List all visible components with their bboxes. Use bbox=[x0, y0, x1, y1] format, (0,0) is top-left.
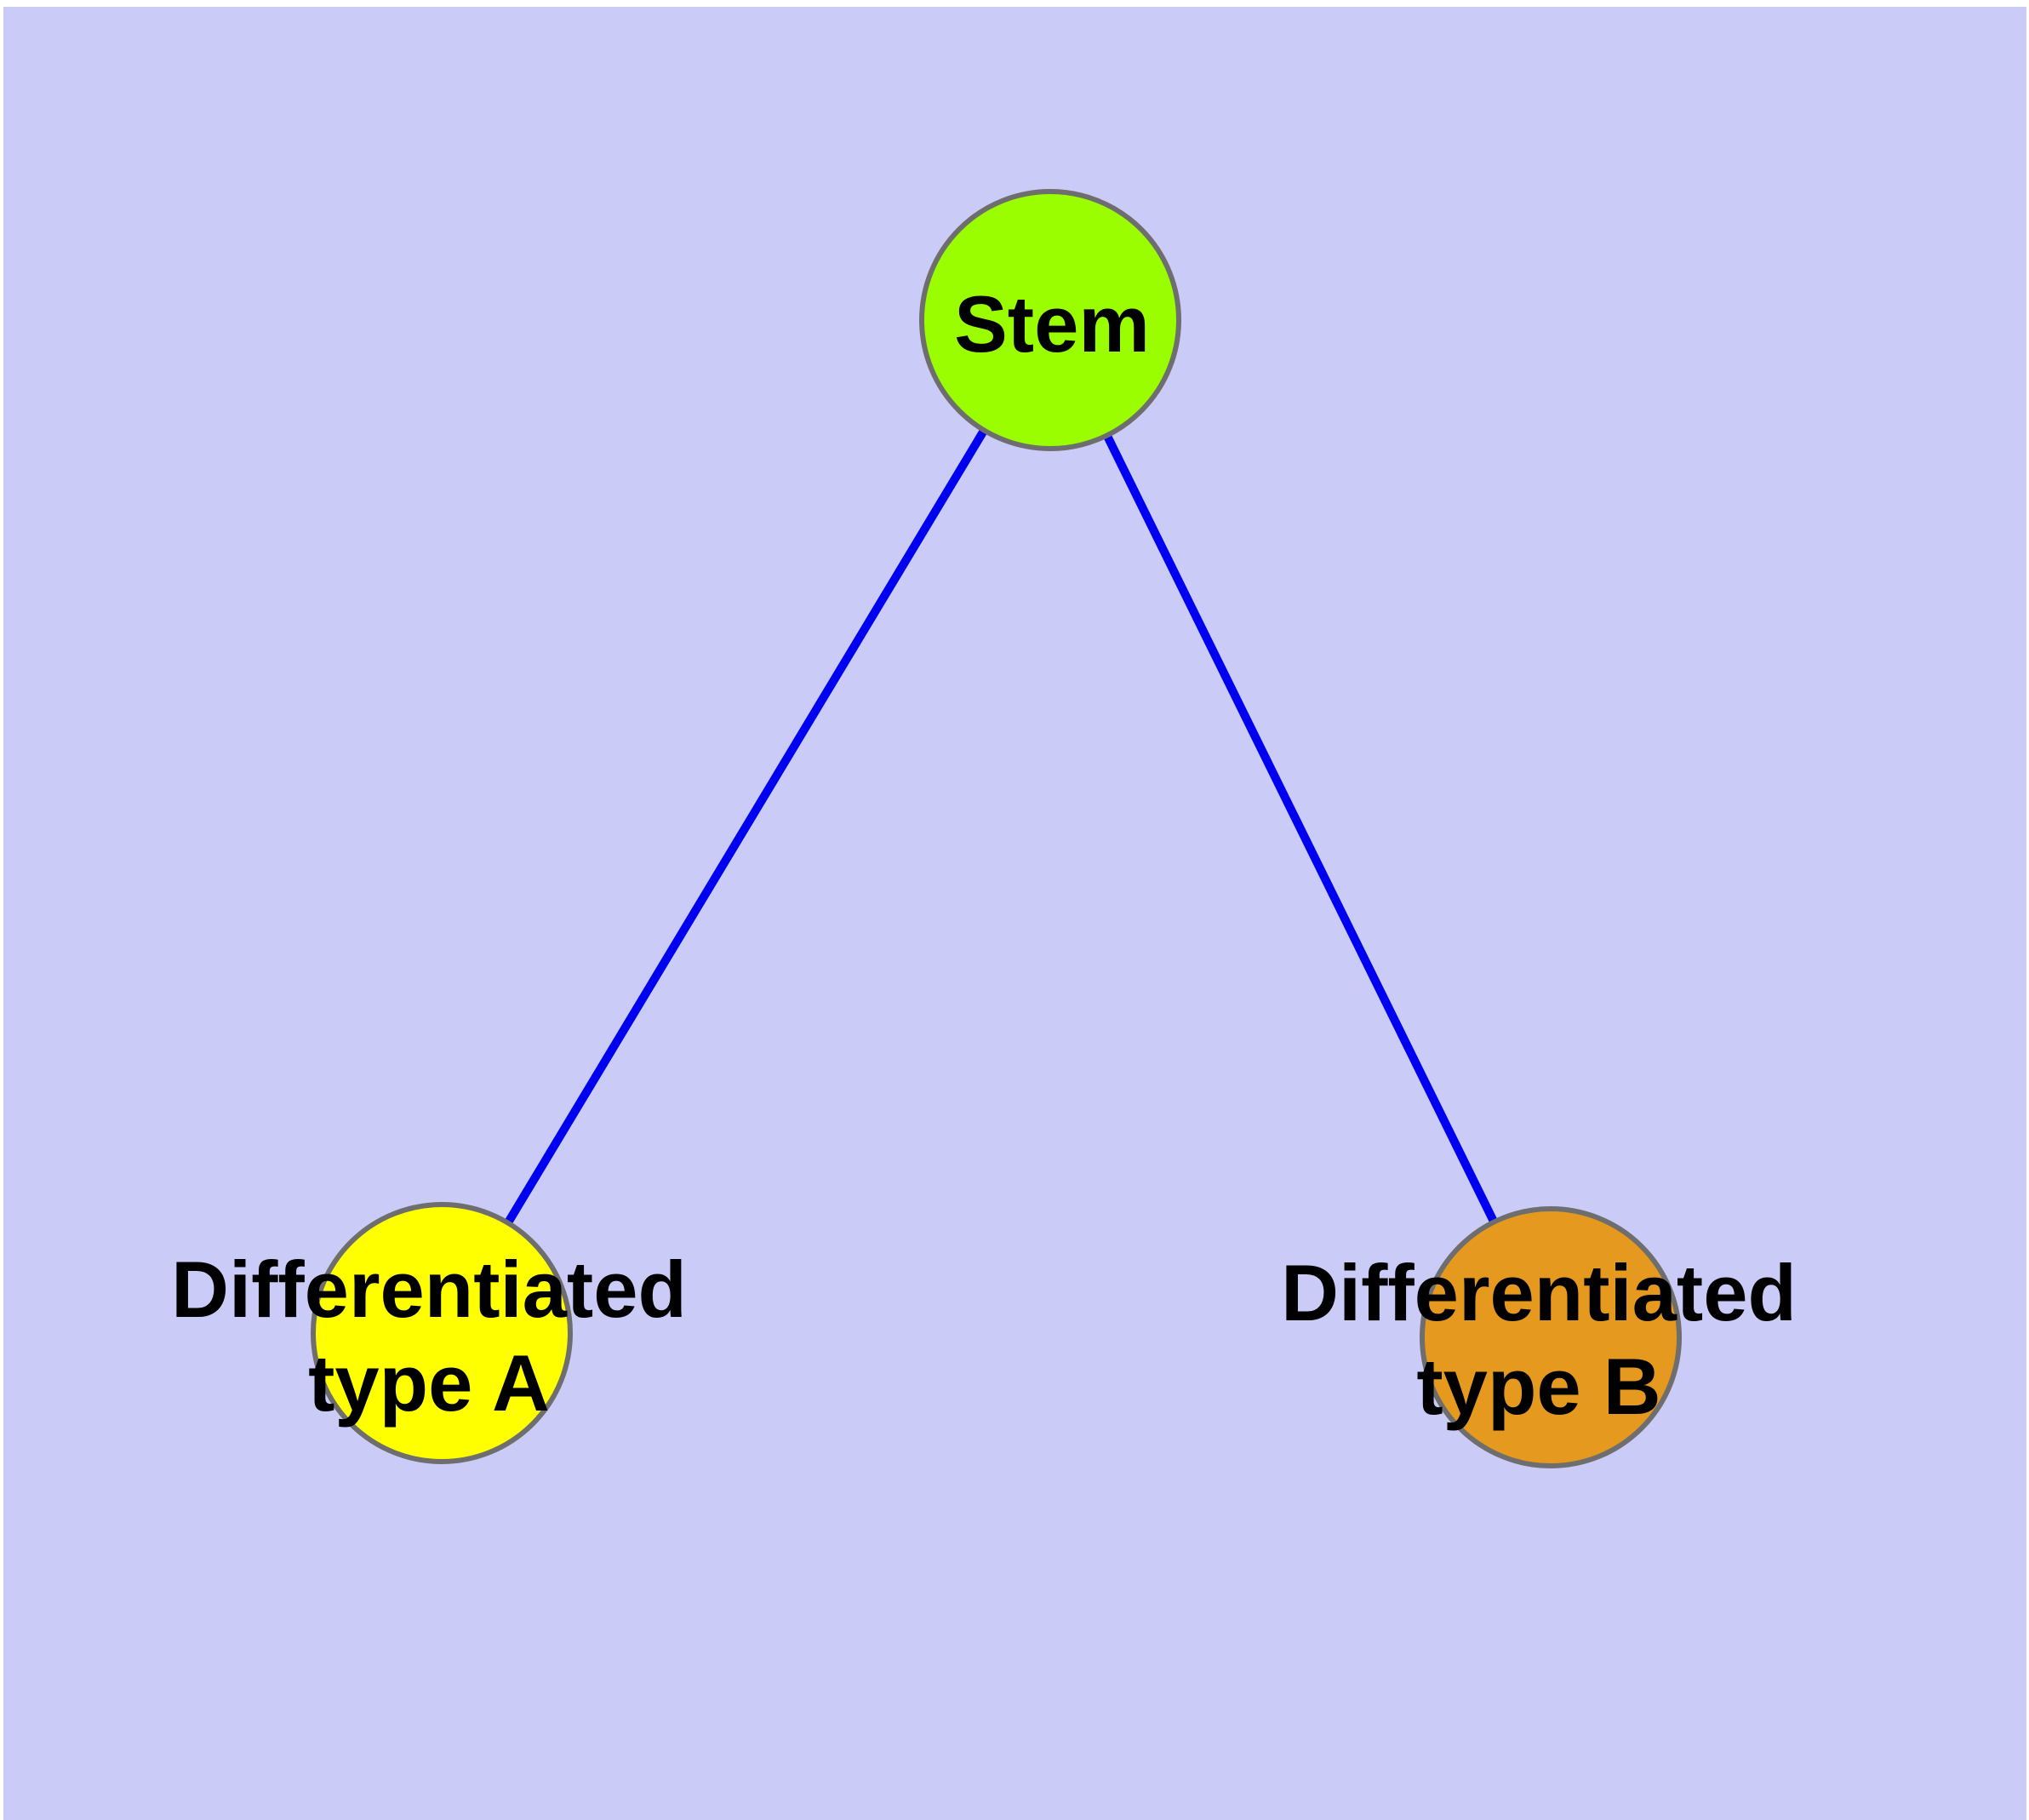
edge-stem-to-type-b bbox=[1046, 318, 1555, 1340]
edge-stem-to-type-a bbox=[437, 318, 1055, 1336]
node-type-a-label-line1: Differentiated bbox=[171, 1245, 687, 1334]
node-type-b-label-line2: type B bbox=[1416, 1342, 1660, 1431]
node-stem-label: Stem bbox=[954, 279, 1150, 369]
node-type-b-label-line1: Differentiated bbox=[1281, 1248, 1797, 1337]
node-type-a-label-line2: type A bbox=[308, 1338, 550, 1428]
node-differentiated-type-b bbox=[1420, 1206, 1682, 1468]
node-stem bbox=[919, 189, 1181, 451]
node-differentiated-type-a bbox=[311, 1202, 573, 1464]
